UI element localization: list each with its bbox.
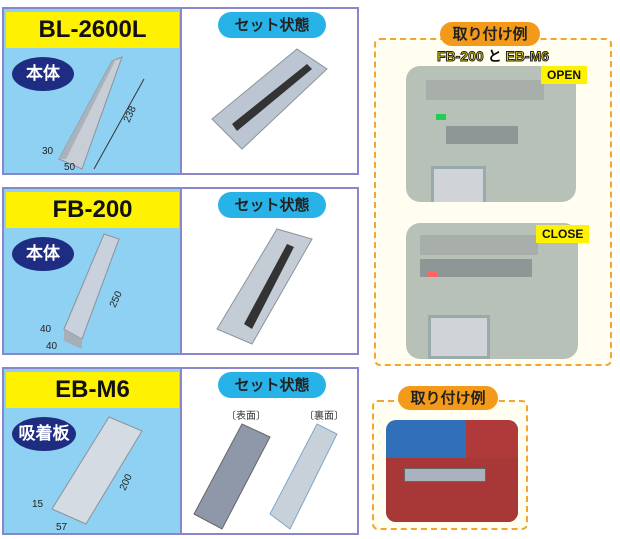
example-title-2: 取り付け例 — [398, 386, 498, 410]
product-panel: EB-M6 吸着板 200 15 57 — [4, 369, 182, 533]
set-panel: セット状態 〔表面〕 〔裏面〕 — [182, 369, 357, 533]
front-label: 〔表面〕 — [226, 411, 266, 422]
product-panel: BL-2600L 本体 238 30 50 — [4, 9, 182, 173]
set-panel: セット状態 — [182, 9, 357, 173]
product-row-bl2600l: BL-2600L 本体 238 30 50 セット状態 — [2, 7, 359, 175]
bracket-image — [63, 233, 120, 349]
set-state-image — [216, 228, 313, 345]
plate-image — [51, 416, 143, 525]
dim-height: 40 — [40, 324, 52, 335]
subtitle-model-b: EB-M6 — [505, 48, 550, 65]
product-panel: FB-200 本体 250 40 40 — [4, 189, 182, 353]
product-row-fb200: FB-200 本体 250 40 40 セット状態 — [2, 187, 359, 355]
example-title: 取り付け例 — [440, 22, 540, 46]
dim-width: 57 — [56, 522, 68, 533]
installation-example-box-2 — [372, 400, 528, 530]
installation-example-box: FB-200 と EB-M6 OPEN CLOSE — [374, 38, 612, 366]
model-name: BL-2600L — [6, 12, 179, 48]
dim-height: 15 — [32, 499, 44, 510]
close-tag: CLOSE — [536, 225, 590, 243]
set-panel: セット状態 — [182, 189, 357, 353]
subtitle-model-a: FB-200 — [436, 48, 484, 65]
close-photo — [406, 223, 578, 359]
open-tag: OPEN — [541, 66, 588, 84]
product-row-ebm6: EB-M6 吸着板 200 15 57 セット状態 〔表面〕 〔裏面〕 — [2, 367, 359, 535]
model-name: EB-M6 — [6, 372, 179, 408]
dim-width: 50 — [64, 162, 76, 173]
example-subtitle: FB-200 と EB-M6 — [376, 46, 610, 66]
door-photo — [386, 420, 518, 522]
back-label: 〔裏面〕 — [304, 411, 344, 422]
set-state-label: セット状態 — [218, 372, 326, 398]
open-photo — [406, 66, 576, 202]
dim-height: 30 — [42, 146, 54, 157]
set-state-image — [193, 423, 338, 530]
dim-width: 40 — [46, 341, 58, 352]
set-state-label: セット状態 — [218, 12, 326, 38]
set-state-image — [211, 48, 328, 150]
badge: 本体 — [12, 57, 74, 91]
l-bracket-image — [58, 56, 145, 170]
badge: 本体 — [12, 237, 74, 271]
model-name: FB-200 — [6, 192, 179, 228]
set-state-label: セット状態 — [218, 192, 326, 218]
badge: 吸着板 — [12, 417, 76, 451]
subtitle-joiner: と — [487, 48, 502, 64]
